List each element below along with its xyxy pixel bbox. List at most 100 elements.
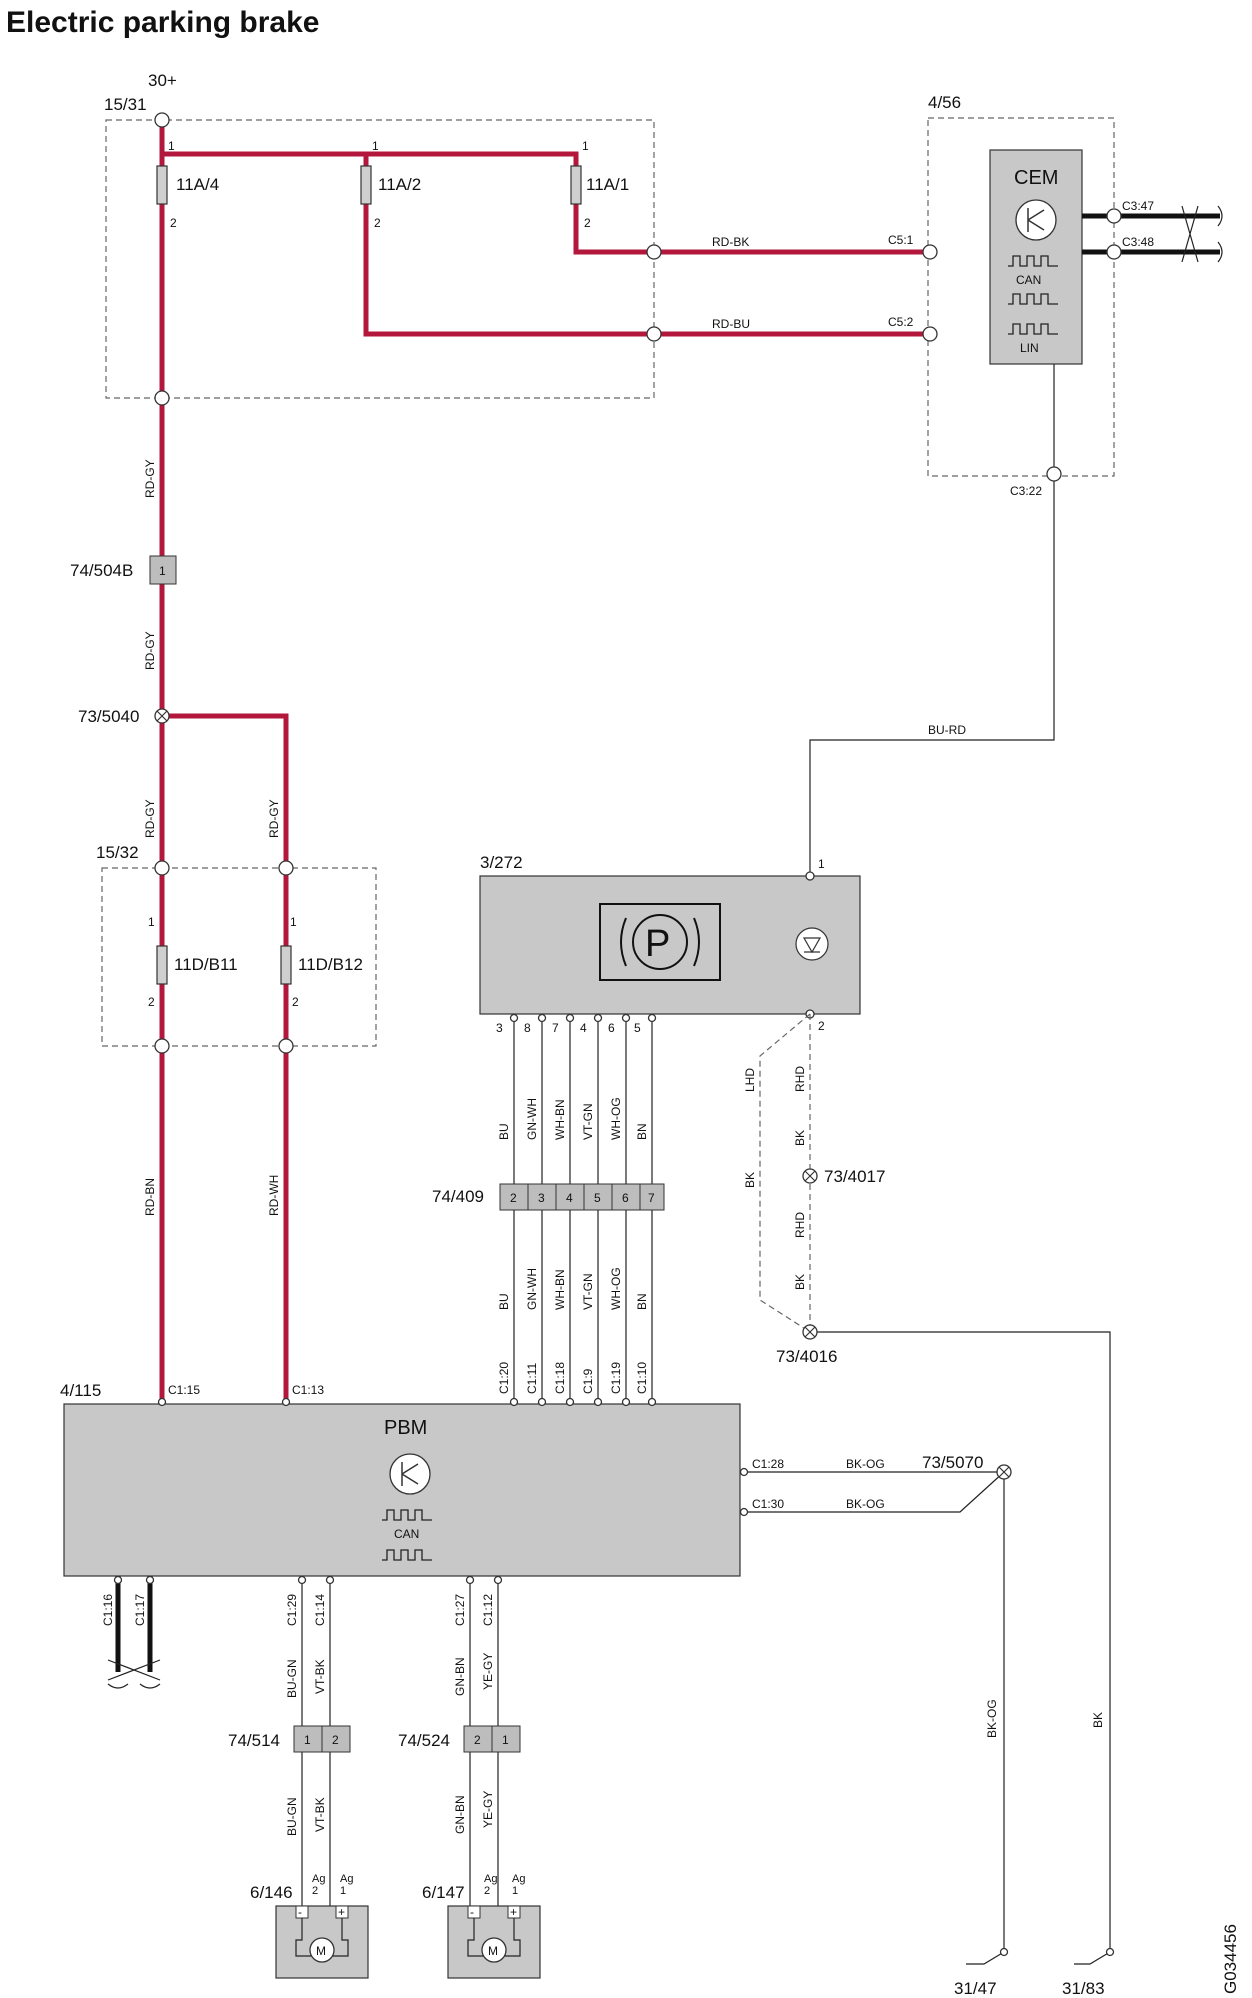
wire-label-ye-gy: YE-GY	[481, 1653, 495, 1690]
svg-text:11A/2: 11A/2	[378, 175, 421, 194]
svg-text:1: 1	[582, 139, 589, 153]
wire-label-bu-gn: BU-GN	[285, 1659, 299, 1698]
ground-31-47	[966, 1947, 1009, 1965]
led-ground-wires	[759, 1013, 1111, 1952]
splice-73-5040	[154, 708, 170, 724]
svg-text:C1:18: C1:18	[553, 1362, 567, 1394]
svg-text:2: 2	[312, 1885, 318, 1897]
cem-can-bus	[1082, 205, 1223, 263]
svg-text:C1:19: C1:19	[609, 1362, 623, 1394]
svg-text:WH-OG: WH-OG	[609, 1267, 623, 1310]
bk-label: BK	[793, 1274, 807, 1290]
svg-text:Ag: Ag	[512, 1873, 525, 1885]
svg-text:11A/1: 11A/1	[586, 175, 629, 194]
svg-text:BN: BN	[635, 1293, 649, 1310]
rhd-label: RHD	[793, 1212, 807, 1238]
wire-label-gn-bn: GN-BN	[453, 1795, 467, 1834]
connector-74-514-label: 74/514	[228, 1731, 280, 1750]
fusebox-lower-label: 15/32	[96, 843, 139, 862]
svg-text:C1:15: C1:15	[168, 1383, 200, 1397]
wire-label-bk-og: BK-OG	[985, 1699, 999, 1738]
svg-text:P: P	[645, 923, 670, 965]
wire-label-rd-bn: RD-BN	[143, 1178, 157, 1216]
cem-4-56-boundary	[927, 117, 1115, 477]
switch-wire-labels-lower: BU GN-WH WH-BN VT-GN WH-OG BN	[497, 1267, 649, 1310]
cem-pin-c3-22-label: C3:22	[1010, 484, 1042, 498]
svg-text:VT-GN: VT-GN	[581, 1273, 595, 1310]
motor-icon: M	[295, 1918, 349, 1963]
svg-text:6: 6	[622, 1191, 629, 1205]
supply-node	[154, 112, 170, 128]
motor-right-minus: -	[470, 1905, 474, 1919]
svg-text:2: 2	[292, 995, 299, 1009]
svg-text:11D/B12: 11D/B12	[298, 955, 363, 974]
svg-text:BU: BU	[497, 1293, 511, 1310]
motor-right-label: 6/147	[422, 1883, 465, 1902]
cem-block-label: 4/56	[928, 93, 961, 112]
can-signal-icon	[382, 1509, 432, 1561]
cem-label: CEM	[1014, 167, 1058, 189]
node	[154, 860, 170, 876]
svg-text:2: 2	[510, 1191, 517, 1205]
transistor-icon	[1015, 199, 1057, 241]
ground-31-83	[1074, 1947, 1115, 1965]
wire-label-rd-gy: RD-GY	[143, 631, 157, 670]
splice-73-4017-label: 73/4017	[824, 1167, 885, 1186]
svg-text:C1:11: C1:11	[525, 1363, 539, 1394]
node	[278, 1038, 294, 1054]
wire-label-bk: BK	[1091, 1712, 1105, 1728]
page-title: Electric parking brake	[6, 6, 319, 39]
can-signal-icon	[1008, 255, 1058, 305]
pbm-pin-c1-14: C1:14	[313, 1594, 327, 1626]
svg-text:C1:13: C1:13	[292, 1383, 324, 1397]
svg-text:3: 3	[496, 1021, 503, 1035]
motor-right-plus: +	[510, 1905, 517, 1919]
splice-73-4017	[802, 1168, 818, 1184]
bk-label: BK	[743, 1172, 757, 1188]
svg-text:Ag: Ag	[312, 1873, 325, 1885]
switch-wire-labels-upper: BU GN-WH WH-BN VT-GN WH-OG BN	[497, 1097, 649, 1140]
motor-right-pins: Ag 2 Ag 1	[484, 1873, 525, 1897]
cem-module	[989, 149, 1083, 365]
svg-text:C1:9: C1:9	[581, 1368, 595, 1394]
svg-text:7: 7	[552, 1021, 559, 1035]
wire-label-gn-bn: GN-BN	[453, 1657, 467, 1696]
cem-can-label: CAN	[1016, 273, 1041, 287]
splice-73-4016	[802, 1324, 818, 1340]
connector-74-409-label: 74/409	[432, 1187, 484, 1206]
fuse-11a-1: 1 2 11A/1	[570, 139, 629, 230]
cem-pin-c3-22	[1046, 466, 1062, 482]
motor-icon: M	[467, 1918, 521, 1963]
svg-text:BN: BN	[635, 1123, 649, 1140]
wire-label-rd-wh: RD-WH	[267, 1175, 281, 1216]
wire-label-rd-bu: RD-BU	[712, 317, 750, 331]
pbm-pin-c1-29: C1:29	[285, 1594, 299, 1626]
transistor-icon	[389, 1453, 431, 1495]
switch-pins: 3 8 7 4 6 5	[496, 1013, 657, 1035]
drawing-id: G034456	[1221, 1924, 1240, 1994]
node	[646, 244, 662, 260]
cem-pin-c5-2	[922, 326, 938, 342]
svg-text:1: 1	[148, 915, 155, 929]
svg-text:WH-BN: WH-BN	[553, 1099, 567, 1140]
supply-label: 30+	[148, 71, 177, 90]
motor-left-label: 6/146	[250, 1883, 293, 1902]
svg-text:2: 2	[148, 995, 155, 1009]
wire-label-bu-rd: BU-RD	[928, 723, 966, 737]
svg-text:1: 1	[502, 1733, 509, 1747]
motor-left-plus: +	[338, 1905, 345, 1919]
wire-label-rd-bk: RD-BK	[712, 235, 749, 249]
pbm-pin-c1-17: C1:17	[133, 1594, 147, 1626]
svg-text:2: 2	[170, 216, 177, 230]
svg-text:5: 5	[634, 1021, 641, 1035]
svg-text:M: M	[316, 1944, 326, 1958]
cem-pin-c5-1	[922, 244, 938, 260]
svg-text:1: 1	[340, 1885, 346, 1897]
wire-bu-rd	[809, 364, 1055, 876]
pbm-pin-c1-16: C1:16	[101, 1594, 115, 1626]
svg-text:C1:10: C1:10	[635, 1362, 649, 1394]
ground-31-47-label: 31/47	[954, 1979, 997, 1998]
connector-74-504b-pin: 1	[159, 564, 166, 578]
node	[646, 326, 662, 342]
svg-text:Ag: Ag	[340, 1873, 353, 1885]
